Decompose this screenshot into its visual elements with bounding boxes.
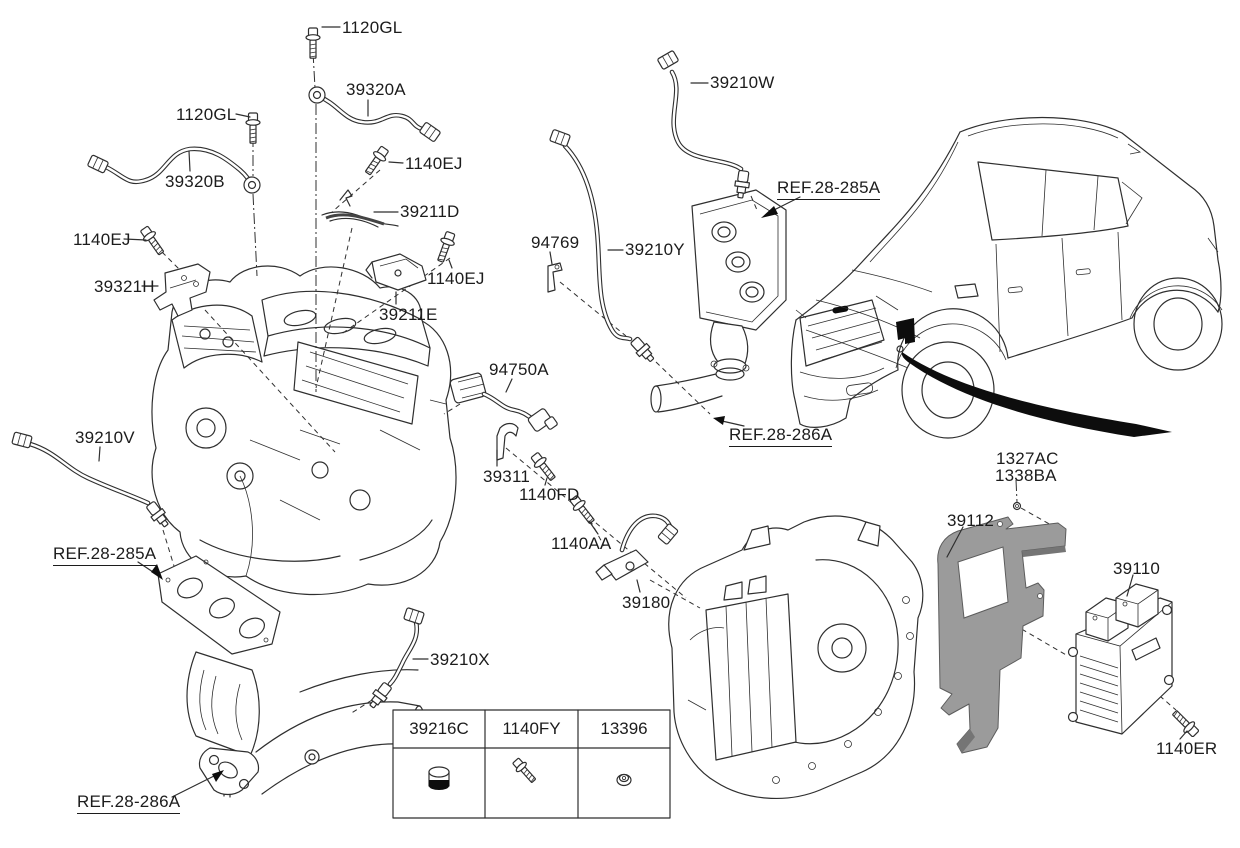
bolt-1140fd bbox=[528, 450, 560, 484]
part-label-39320b: 39320B bbox=[165, 172, 225, 191]
bolt-1140ej-mid bbox=[433, 229, 458, 265]
bolt-1140ej-right bbox=[361, 143, 392, 178]
part-label-1140ej-right: 1140EJ bbox=[405, 154, 463, 173]
exhaust-manifold-right-drawing bbox=[692, 190, 786, 373]
ref-label-28-286a-bottom: REF.28-286A bbox=[77, 792, 181, 814]
fastener-table bbox=[393, 710, 670, 818]
sensor-94750A bbox=[449, 372, 558, 432]
oxygen-sensor-39210W bbox=[656, 49, 752, 200]
part-label-94769: 94769 bbox=[531, 233, 580, 252]
ref-label-28-285a-right: REF.28-285A bbox=[777, 178, 881, 200]
oxygen-sensor-39210X bbox=[365, 606, 426, 712]
wire-39320B bbox=[86, 149, 261, 194]
oxygen-sensor-39210Y bbox=[548, 128, 658, 366]
suv-vehicle-drawing bbox=[791, 118, 1222, 439]
table-header-39216c: 39216C bbox=[409, 719, 469, 738]
wire-39320A bbox=[308, 86, 442, 143]
ecu-location-marker bbox=[896, 318, 1172, 437]
part-label-1120gl-top: 1120GL bbox=[342, 18, 403, 37]
part-label-39211d: 39211D bbox=[400, 202, 460, 221]
exhaust-manifold-left-drawing bbox=[158, 556, 280, 797]
bracket-39321H bbox=[154, 264, 210, 316]
part-label-39320a: 39320A bbox=[346, 80, 406, 99]
transmission-drawing bbox=[669, 516, 923, 798]
bolt-1140ej-left bbox=[137, 223, 168, 258]
part-label-39210x: 39210X bbox=[430, 650, 490, 669]
leader-lines bbox=[99, 27, 1187, 797]
bracket-39211D bbox=[322, 190, 398, 227]
bolt-1120gl-left bbox=[245, 112, 261, 144]
part-label-1140er: 1140ER bbox=[1156, 739, 1218, 758]
ecu-bracket-39112 bbox=[938, 517, 1066, 753]
fasteners bbox=[137, 27, 1202, 740]
part-label-39321h: 39321H bbox=[94, 277, 155, 296]
part-label-39210y: 39210Y bbox=[625, 240, 685, 259]
table-header-1140fy: 1140FY bbox=[502, 719, 561, 738]
bolt-1120gl-top bbox=[305, 27, 321, 59]
part-label-39112: 39112 bbox=[947, 511, 995, 530]
cap-plug-icon bbox=[429, 767, 449, 790]
part-label-1327ac: 1327AC bbox=[996, 449, 1059, 468]
part-label-1338ba: 1338BA bbox=[995, 466, 1057, 485]
bolt-1140er bbox=[1168, 706, 1202, 740]
part-label-39211e: 39211E bbox=[379, 305, 438, 324]
ref-label-28-286a-mid: REF.28-286A bbox=[729, 425, 833, 447]
part-label-1140fd: 1140FD bbox=[519, 485, 580, 504]
ref-label-28-285a-left: REF.28-285A bbox=[53, 544, 157, 566]
exhaust-pipe-left-drawing bbox=[199, 670, 425, 795]
part-label-39210v: 39210V bbox=[75, 428, 135, 447]
part-label-39210w: 39210W bbox=[710, 73, 775, 92]
part-label-39180: 39180 bbox=[622, 593, 671, 612]
part-label-39110: 39110 bbox=[1113, 559, 1161, 578]
nut-1327ac-1338ba bbox=[1014, 503, 1021, 510]
oxygen-sensor-39210V bbox=[11, 431, 173, 531]
bracket-39211E bbox=[366, 254, 426, 290]
ecu-module-39110 bbox=[1069, 584, 1174, 734]
bracket-39311 bbox=[497, 424, 518, 461]
clip-94769 bbox=[548, 263, 562, 292]
part-label-94750a: 94750A bbox=[489, 360, 549, 379]
part-label-39311: 39311 bbox=[483, 467, 531, 486]
sensor-39180 bbox=[596, 516, 679, 580]
part-label-1140ej-left: 1140EJ bbox=[73, 230, 131, 249]
part-label-1140aa: 1140AA bbox=[551, 534, 612, 553]
engine-drawing bbox=[152, 266, 456, 595]
part-label-1140ej-mid: 1140EJ bbox=[427, 269, 485, 288]
part-label-1120gl-left: 1120GL bbox=[176, 105, 237, 124]
nut-icon bbox=[617, 775, 631, 786]
table-header-13396: 13396 bbox=[600, 719, 648, 738]
downpipe-drawing bbox=[651, 368, 744, 412]
